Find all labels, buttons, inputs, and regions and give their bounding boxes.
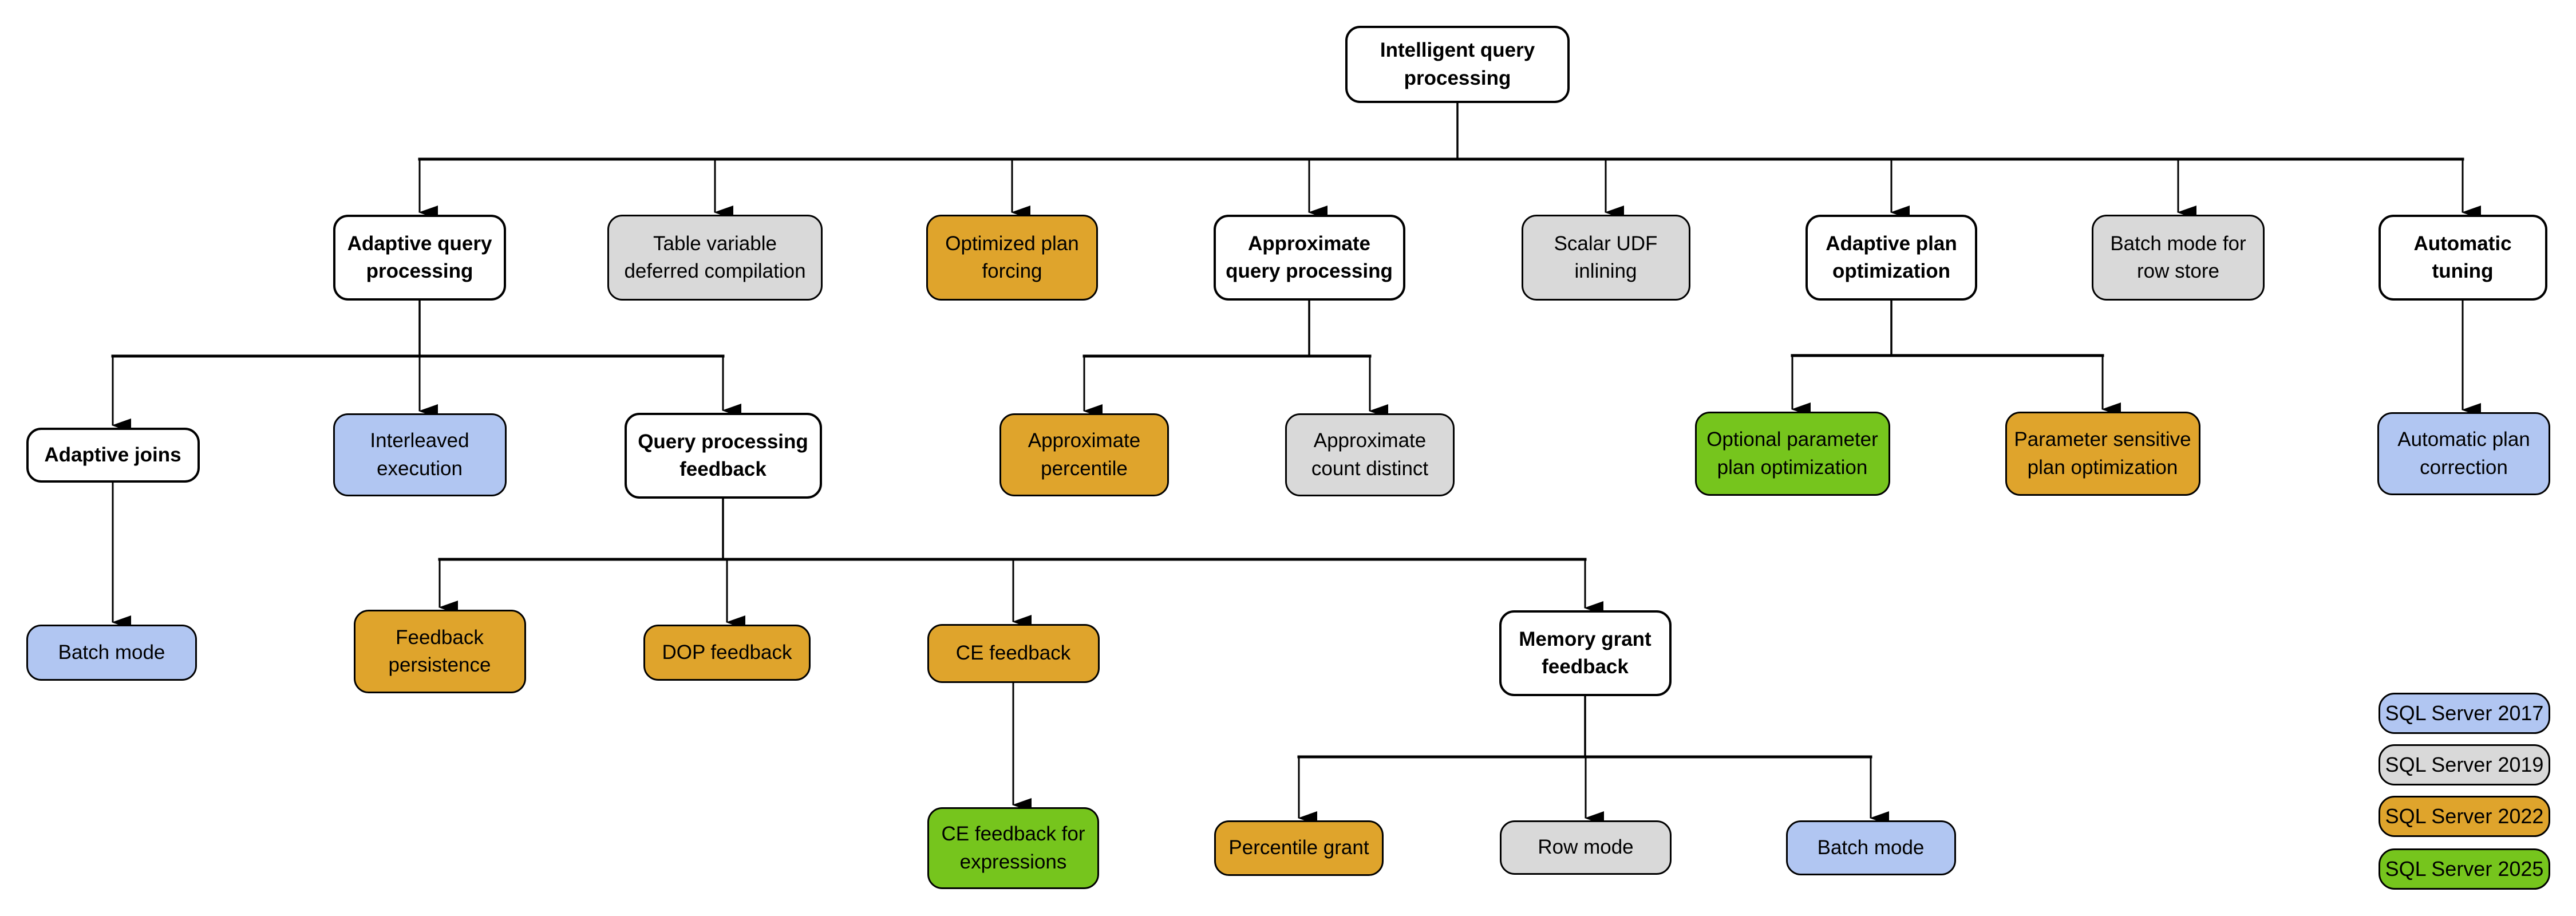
node-optimized-plan-forcing: Optimized plan forcing — [926, 215, 1098, 301]
node-label: Optional parameter plan optimization — [1706, 428, 1878, 479]
node-batch-mode-adaptive-joins: Batch mode — [26, 625, 197, 681]
node-label: CE feedback for expressions — [941, 823, 1085, 873]
node-approximate-query-processing: Approximate query processing — [1213, 215, 1405, 301]
node-adaptive-joins: Adaptive joins — [26, 428, 200, 483]
node-batch-mode-memory-grant: Batch mode — [1785, 820, 1956, 875]
node-label: Batch mode — [1817, 836, 1925, 859]
node-root: Intelligent query processing — [1345, 26, 1570, 103]
node-label: Automatic plan correction — [2397, 428, 2530, 479]
legend-label: SQL Server 2025 — [2385, 857, 2544, 881]
legend-sql-server-2019: SQL Server 2019 — [2379, 744, 2550, 785]
node-memory-grant-feedback: Memory grant feedback — [1499, 610, 1672, 696]
legend-label: SQL Server 2019 — [2385, 753, 2544, 776]
node-feedback-persistence: Feedback persistence — [353, 610, 526, 693]
node-label: Adaptive joins — [44, 443, 181, 466]
node-label: Approximate count distinct — [1311, 429, 1429, 480]
node-row-mode: Row mode — [1500, 820, 1672, 875]
node-label: Optimized plan forcing — [945, 232, 1079, 282]
node-label: Approximate percentile — [1028, 429, 1141, 480]
node-ce-feedback-for-expressions: CE feedback for expressions — [927, 807, 1099, 889]
node-approximate-count-distinct: Approximate count distinct — [1285, 413, 1455, 496]
node-label: Adaptive plan optimization — [1826, 232, 1957, 282]
node-table-variable-deferred-compilation: Table variable deferred compilation — [607, 215, 823, 301]
node-adaptive-plan-optimization: Adaptive plan optimization — [1805, 215, 1977, 301]
node-dop-feedback: DOP feedback — [643, 625, 811, 681]
node-label: Memory grant feedback — [1519, 627, 1652, 678]
node-label: Parameter sensitive plan optimization — [2014, 428, 2191, 479]
node-optional-parameter-plan-optimization: Optional parameter plan optimization — [1694, 412, 1890, 496]
node-label: Intelligent query processing — [1380, 39, 1535, 89]
node-scalar-udf-inlining: Scalar UDF inlining — [1521, 215, 1690, 301]
legend-sql-server-2022: SQL Server 2022 — [2379, 796, 2550, 837]
node-automatic-plan-correction: Automatic plan correction — [2377, 412, 2550, 495]
legend-sql-server-2025: SQL Server 2025 — [2379, 848, 2550, 890]
node-adaptive-query-processing: Adaptive query processing — [333, 215, 506, 301]
node-batch-mode-for-row-store: Batch mode for row store — [2092, 215, 2265, 301]
node-label: Adaptive query processing — [347, 232, 492, 282]
node-parameter-sensitive-plan-optimization: Parameter sensitive plan optimization — [2005, 412, 2200, 496]
node-label: Percentile grant — [1228, 836, 1369, 859]
node-label: Row mode — [1538, 836, 1634, 859]
node-label: CE feedback — [955, 642, 1071, 665]
legend-label: SQL Server 2017 — [2385, 701, 2544, 725]
legend-sql-server-2017: SQL Server 2017 — [2379, 693, 2550, 734]
node-label: Batch mode for row store — [2110, 232, 2246, 282]
node-interleaved-execution: Interleaved execution — [333, 413, 507, 496]
node-approximate-percentile: Approximate percentile — [999, 413, 1169, 496]
node-label: DOP feedback — [662, 641, 792, 664]
node-label: Interleaved execution — [370, 429, 469, 480]
node-label: Approximate query processing — [1226, 232, 1393, 282]
node-percentile-grant: Percentile grant — [1214, 820, 1384, 876]
node-ce-feedback: CE feedback — [927, 624, 1100, 683]
node-query-processing-feedback: Query processing feedback — [624, 413, 822, 499]
node-label: Batch mode — [58, 641, 165, 664]
node-label: Table variable deferred compilation — [624, 232, 806, 282]
node-automatic-tuning: Automatic tuning — [2378, 215, 2547, 301]
node-label: Automatic tuning — [2413, 232, 2512, 282]
node-label: Scalar UDF inlining — [1554, 232, 1658, 282]
node-label: Feedback persistence — [388, 626, 491, 676]
node-label: Query processing feedback — [638, 430, 808, 480]
legend-label: SQL Server 2022 — [2385, 804, 2544, 828]
